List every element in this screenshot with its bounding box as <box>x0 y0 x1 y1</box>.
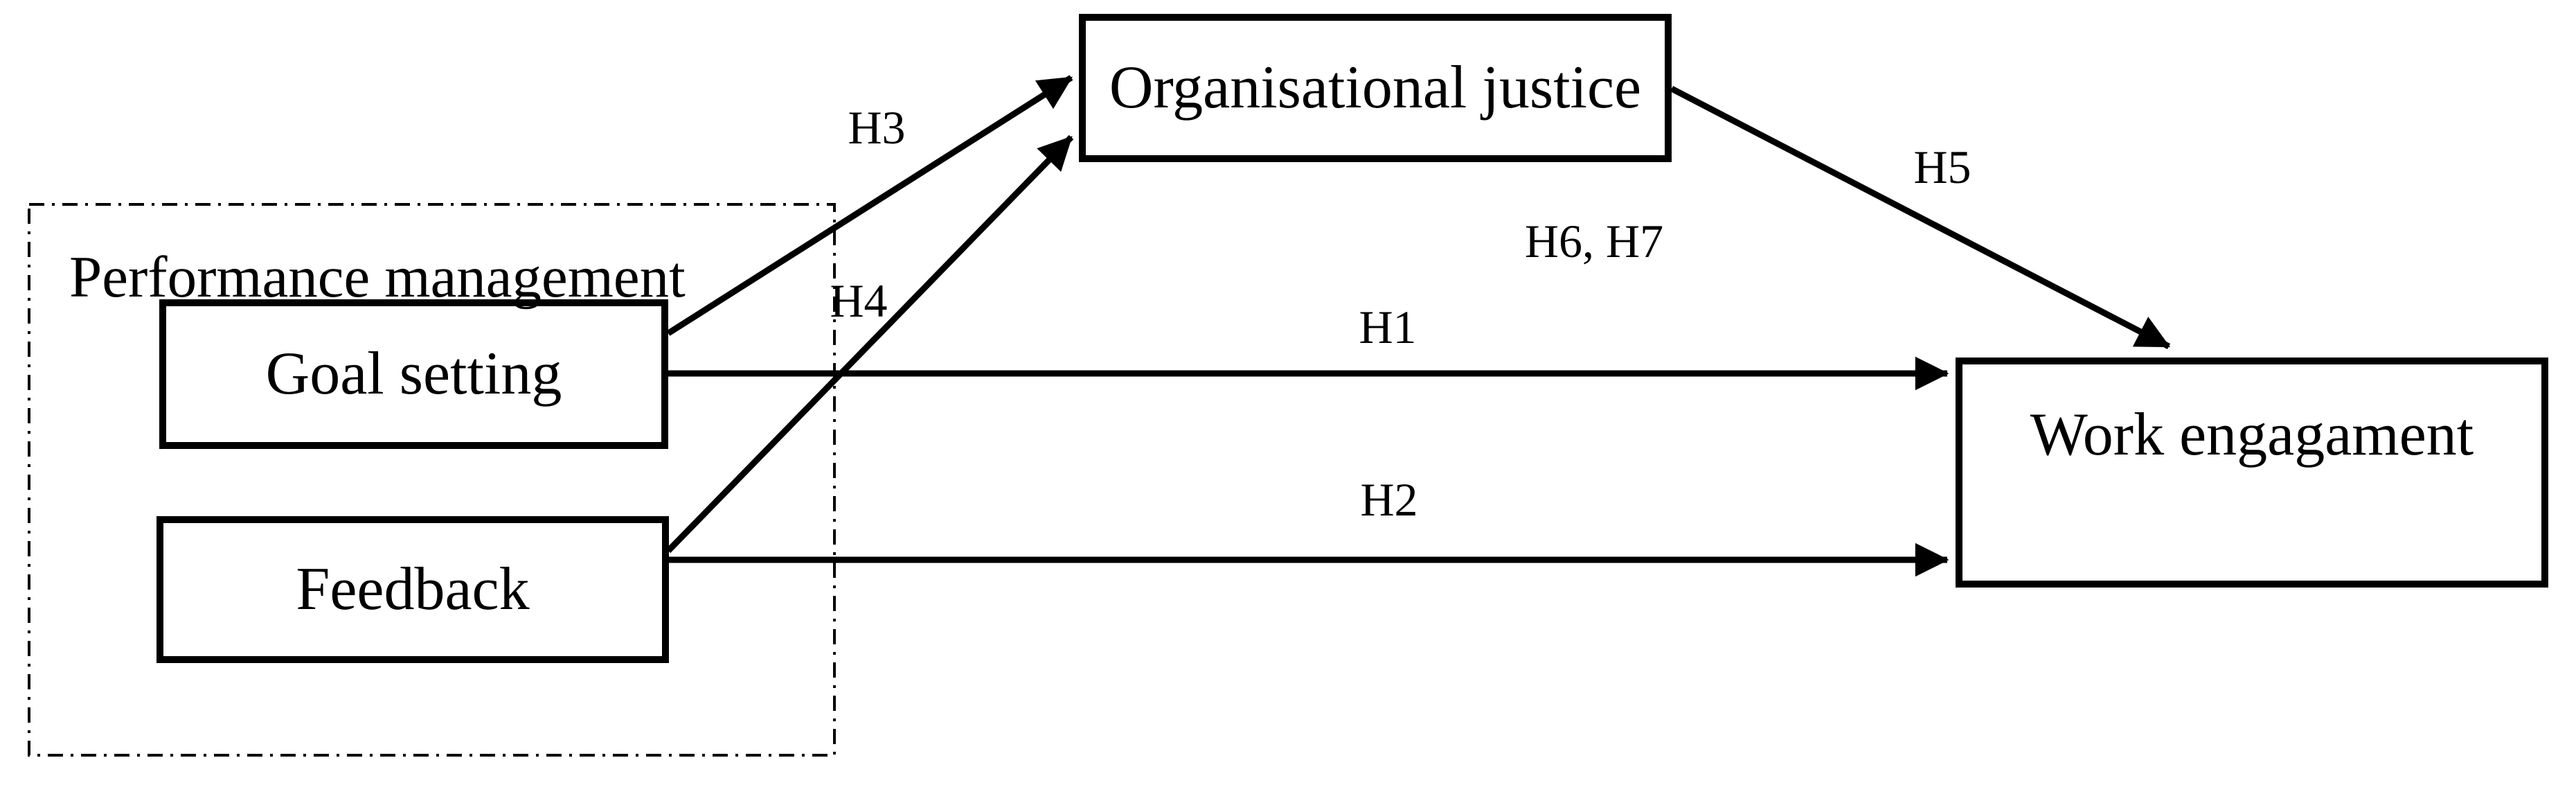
h5-label: H5 <box>1913 141 1971 193</box>
organisational-justice-box: Organisational justice <box>1079 14 1672 162</box>
work-engagement-label: Work engagament <box>2030 401 2474 468</box>
h5-arrow <box>1670 86 2171 349</box>
feedback-box: Feedback <box>156 516 669 663</box>
goal-setting-box: Goal setting <box>159 299 668 449</box>
h3-label: H3 <box>848 101 906 154</box>
work-engagement-box: Work engagament <box>1956 358 2548 588</box>
h1-label: H1 <box>1359 301 1417 353</box>
h2-label: H2 <box>1360 473 1418 526</box>
performance-management-group-label: Performance management <box>69 245 686 310</box>
h6-h7-label: H6, H7 <box>1524 215 1664 267</box>
h4-label: H4 <box>830 274 888 327</box>
organisational-justice-label: Organisational justice <box>1109 54 1642 121</box>
feedback-label: Feedback <box>296 556 530 623</box>
h4-arrow <box>665 134 1074 554</box>
goal-setting-label: Goal setting <box>265 340 562 407</box>
